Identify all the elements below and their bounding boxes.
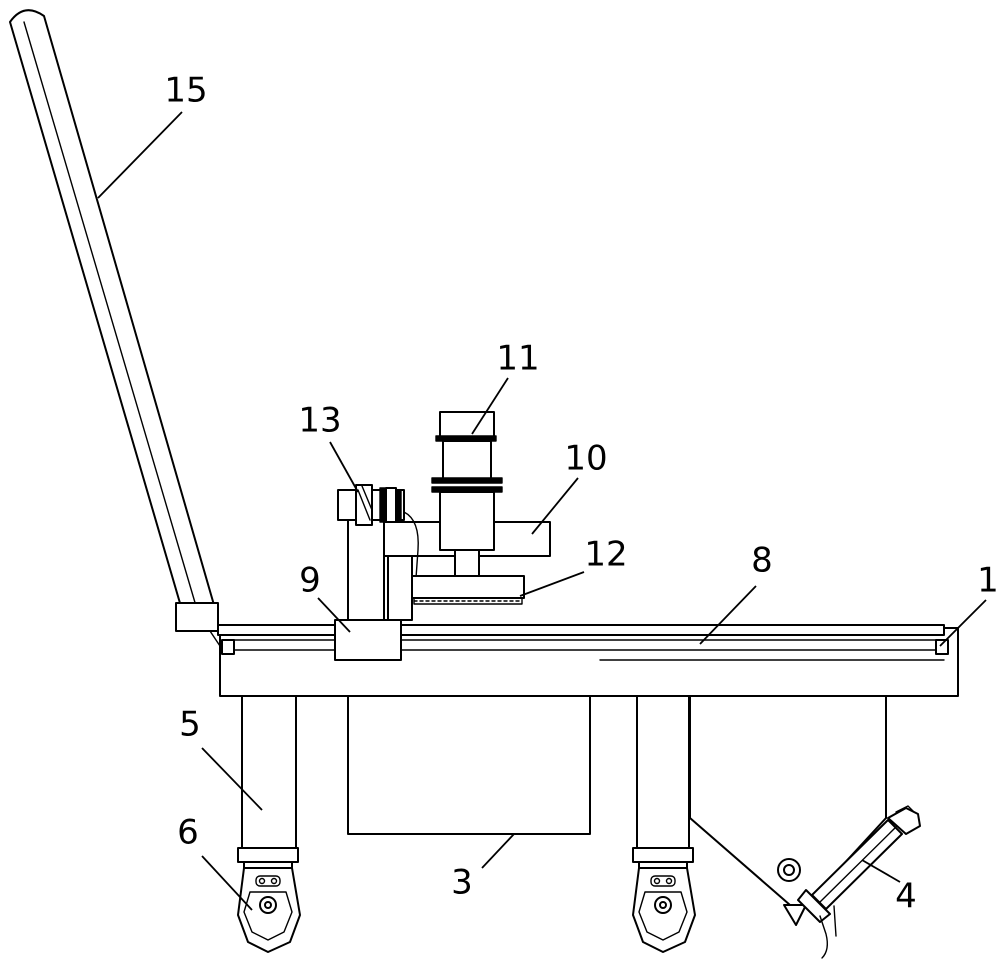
label-4: 4 [895, 877, 917, 917]
caster-wheel-6 [237, 867, 301, 953]
leader-10 [531, 477, 579, 535]
handle-pole-15 [9, 9, 225, 653]
tank-3 [347, 695, 591, 835]
reference-labels: 15 11 13 10 12 8 1 9 5 6 3 4 [164, 71, 998, 917]
nozzle-4 [797, 805, 921, 959]
leader-lines [97, 111, 987, 911]
leader-12 [519, 571, 585, 597]
main-frame-1 [219, 627, 959, 697]
label-1: 1 [977, 561, 999, 601]
leader-13 [329, 441, 359, 493]
leader-5 [201, 747, 263, 811]
label-10: 10 [564, 439, 607, 479]
motor-13 [337, 484, 419, 579]
leader-15 [97, 111, 183, 199]
label-9: 9 [299, 561, 321, 601]
leader-6 [201, 855, 253, 911]
label-13: 13 [298, 401, 341, 441]
hopper [689, 695, 887, 926]
leg-5 [237, 695, 299, 871]
leg-right [632, 695, 694, 871]
leader-3 [481, 833, 515, 869]
leader-4 [861, 859, 901, 883]
label-15: 15 [164, 71, 207, 111]
label-11: 11 [496, 339, 539, 379]
leader-8 [699, 585, 757, 645]
leader-11 [471, 377, 509, 435]
brush-head-12 [411, 575, 525, 605]
label-8: 8 [751, 541, 773, 581]
label-3: 3 [451, 863, 473, 903]
label-5: 5 [179, 705, 201, 745]
leader-9 [317, 597, 351, 633]
caster-wheel-right [632, 867, 696, 953]
label-12: 12 [584, 535, 627, 575]
spindle-11 [431, 411, 503, 577]
leader-1 [939, 599, 987, 647]
label-6: 6 [177, 813, 199, 853]
